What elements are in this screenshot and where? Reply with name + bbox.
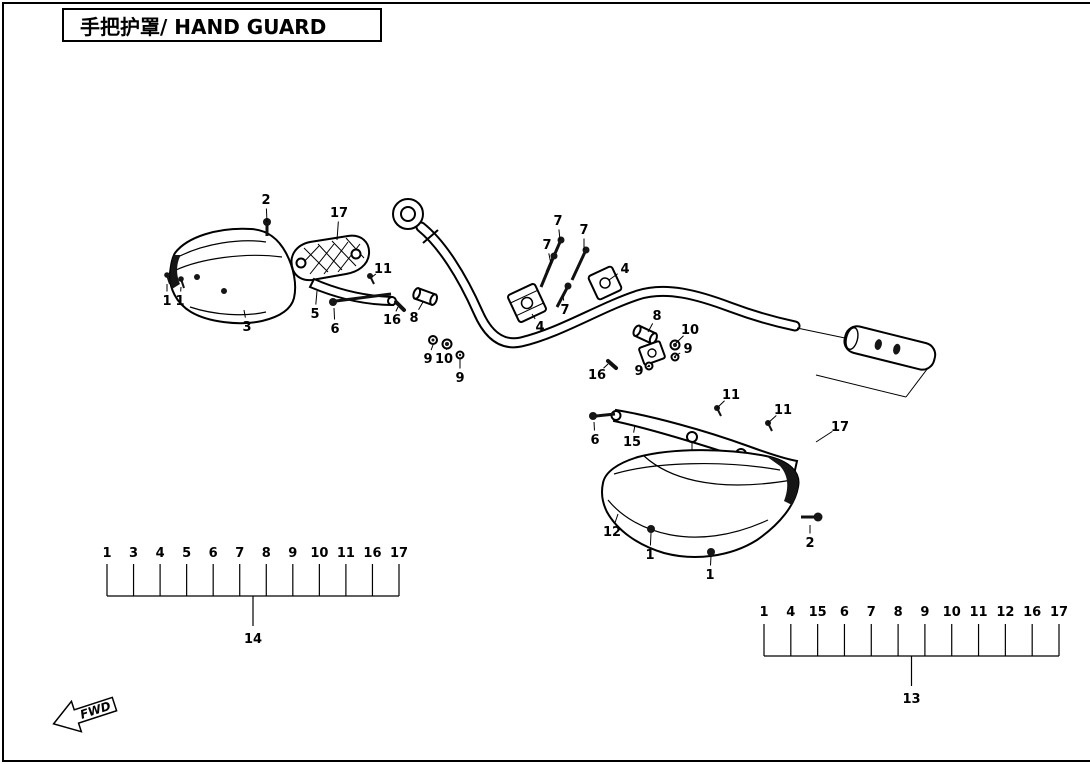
callout-leader-10 <box>446 348 447 350</box>
kit-13-item-12: 12 <box>996 605 1014 620</box>
kit-13-item-6: 6 <box>840 605 849 620</box>
callout-11: 11 <box>722 388 740 403</box>
callout-7: 7 <box>542 238 551 253</box>
callout-leader-9 <box>431 345 433 350</box>
callout-4: 4 <box>535 320 544 335</box>
callout-9: 9 <box>423 352 432 367</box>
callout-10: 10 <box>435 352 453 367</box>
kit-14-label: 14 <box>244 632 262 647</box>
kit-14-item-16: 16 <box>363 546 381 561</box>
kit-13-item-1: 1 <box>759 605 768 620</box>
callout-9: 9 <box>634 364 643 379</box>
callout-17: 17 <box>831 420 849 435</box>
kit-13-item-15: 15 <box>809 605 827 620</box>
kit-14-item-3: 3 <box>129 546 138 561</box>
kit-14-item-5: 5 <box>182 546 191 561</box>
callout-leader-8 <box>419 302 423 310</box>
hand-guard-right <box>602 450 798 557</box>
callout-leader-7 <box>563 296 564 301</box>
kit-13-item-4: 4 <box>786 605 795 620</box>
kit-13-item-10: 10 <box>943 605 961 620</box>
hand-guard-left <box>170 229 295 323</box>
fwd-arrow: FWD <box>49 689 120 739</box>
callout-1: 1 <box>175 294 184 309</box>
kit-13-item-7: 7 <box>867 605 876 620</box>
clamp-4-right <box>588 266 623 301</box>
callout-5: 5 <box>310 307 319 322</box>
kit-13-label: 13 <box>902 692 920 707</box>
spacer-8-left <box>412 287 438 306</box>
handlebar <box>393 199 795 343</box>
kit-14-item-11: 11 <box>337 546 355 561</box>
kit-13-item-8: 8 <box>894 605 903 620</box>
callout-9: 9 <box>455 371 464 386</box>
screw-11-right-a <box>714 405 721 416</box>
kit-14-item-17: 17 <box>390 546 408 561</box>
right-grip <box>797 324 938 397</box>
callout-leader-5 <box>316 291 317 305</box>
callout-leader-1 <box>710 556 711 566</box>
callout-3: 3 <box>242 320 251 335</box>
kit-13-item-11: 11 <box>969 605 987 620</box>
callout-leader-16 <box>396 307 398 311</box>
kit-14-item-1: 1 <box>102 546 111 561</box>
nut-9-left <box>429 336 437 344</box>
kit-14-item-7: 7 <box>235 546 244 561</box>
clamp-plate-right <box>639 341 666 365</box>
title-box: 手把护罩/ HAND GUARD <box>62 8 382 42</box>
callout-6: 6 <box>330 322 339 337</box>
kit-14-item-6: 6 <box>209 546 218 561</box>
callout-2: 2 <box>261 193 270 208</box>
callout-7: 7 <box>553 214 562 229</box>
callout-1: 1 <box>645 548 654 563</box>
callout-15: 15 <box>623 435 641 450</box>
callout-16: 16 <box>588 368 606 383</box>
kit-13-item-9: 9 <box>920 605 929 620</box>
kit-14-item-9: 9 <box>288 546 297 561</box>
callout-4: 4 <box>620 262 629 277</box>
callout-7: 7 <box>560 303 569 318</box>
callout-leader-1 <box>650 533 651 546</box>
callout-8: 8 <box>652 309 661 324</box>
pin-16-right <box>608 361 616 368</box>
kit-14-item-4: 4 <box>156 546 165 561</box>
bolt-7-b <box>572 247 590 281</box>
page-title: 手把护罩/ HAND GUARD <box>80 11 326 40</box>
callout-1: 1 <box>162 294 171 309</box>
screw-2-right <box>801 513 823 522</box>
screw-11-right-b <box>765 420 772 431</box>
callout-leader-6 <box>334 308 335 320</box>
callout-11: 11 <box>374 262 392 277</box>
callout-11: 11 <box>774 403 792 418</box>
callout-8: 8 <box>409 311 418 326</box>
callout-17: 17 <box>330 206 348 221</box>
kit-14-item-10: 10 <box>310 546 328 561</box>
washer-10-right <box>671 341 680 350</box>
exploded-diagram: 2171135611168910947777481099161111615171… <box>4 4 1090 760</box>
callout-6: 6 <box>590 433 599 448</box>
callout-7: 7 <box>579 223 588 238</box>
callout-9: 9 <box>683 342 692 357</box>
callout-10: 10 <box>681 323 699 338</box>
clamp-4-left <box>507 283 547 323</box>
callout-1: 1 <box>705 568 714 583</box>
callout-2: 2 <box>805 536 814 551</box>
callout-16: 16 <box>383 313 401 328</box>
screw-11-mid <box>367 273 374 284</box>
nut-9-left-b <box>457 352 464 359</box>
kit-14-item-8: 8 <box>262 546 271 561</box>
callout-leader-2 <box>266 208 267 222</box>
kit-13-item-17: 17 <box>1050 605 1068 620</box>
washer-10-left <box>443 340 452 349</box>
callout-12: 12 <box>603 525 621 540</box>
kit-13-item-16: 16 <box>1023 605 1041 620</box>
